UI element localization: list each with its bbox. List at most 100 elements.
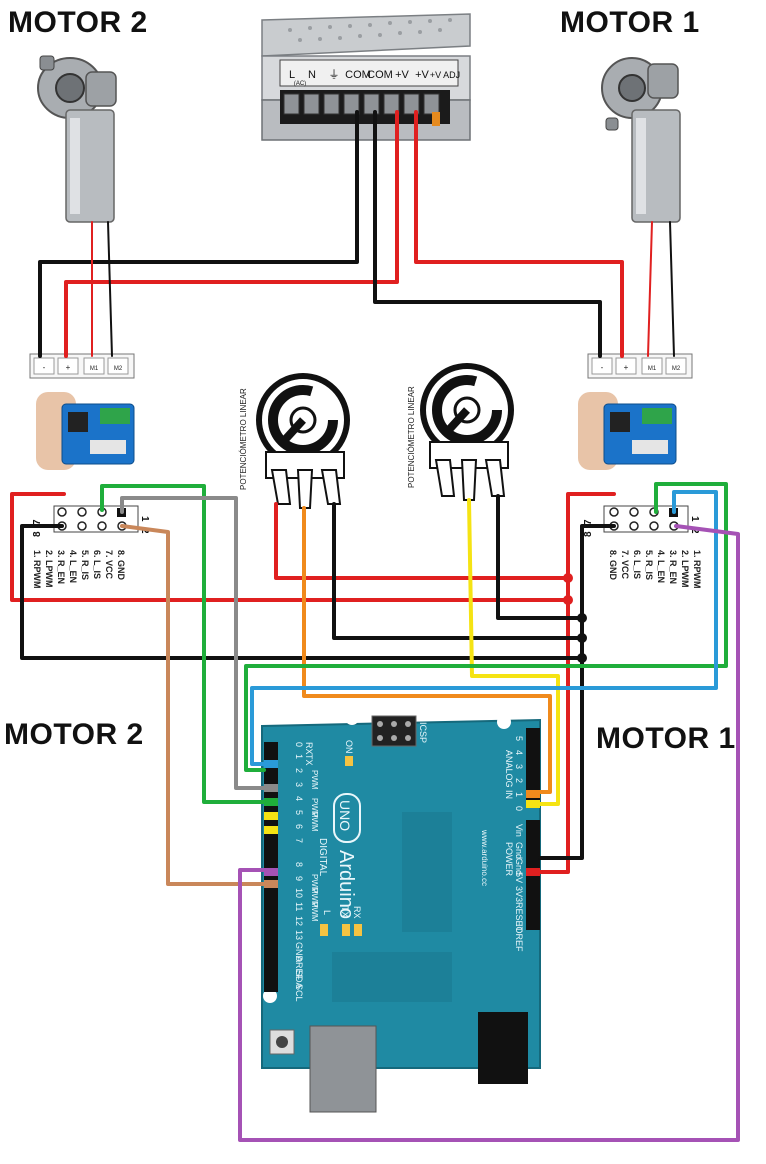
- wire-red: [64, 110, 399, 358]
- pwm-label: PWM: [310, 770, 319, 790]
- arduino-model: UNO: [337, 800, 353, 831]
- power-pin-label: RESET: [514, 902, 524, 933]
- terminal-label: -: [601, 363, 604, 372]
- wire-blue: [250, 490, 718, 766]
- pin-header-label: 2: [689, 528, 700, 534]
- potentiometer-label: POTENCIÓMETRO LINEAR: [407, 386, 416, 488]
- pin-header-label: 1: [139, 516, 150, 522]
- analog-pin-label: 2: [514, 778, 524, 783]
- wire-black: [38, 110, 359, 358]
- power-pin-label: 5V: [514, 872, 524, 883]
- digital-pin-label: 7: [294, 838, 304, 843]
- digital-pin-label: SCL: [294, 984, 304, 1002]
- potentiometer-left: POTENCIÓMETRO LINEAR: [239, 373, 350, 509]
- rx-led-label: RX: [352, 906, 362, 919]
- motor-1-title-mid: MOTOR 1: [596, 722, 736, 755]
- on-led-label: ON: [344, 740, 354, 754]
- wire-red: [538, 492, 616, 874]
- wire-orange: [302, 506, 552, 794]
- driver-pin-list-item: 2. LPWM: [44, 550, 54, 588]
- tx-led-label: TX: [340, 906, 350, 918]
- digital-pin-label: 8: [294, 862, 304, 867]
- driver-pin-list-item: 2. LPWM: [680, 550, 690, 588]
- wires: [10, 110, 740, 1142]
- wire-gray: [120, 496, 266, 790]
- ps-terminal-label: COM: [345, 69, 371, 81]
- terminal-label: M2: [672, 366, 681, 372]
- digital-pin-label: 13: [294, 930, 304, 940]
- ps-terminal-label: N: [308, 69, 316, 81]
- wire-green: [244, 482, 728, 772]
- pwm-label: PWM: [310, 888, 319, 908]
- ps-terminal-label: ⏚: [329, 68, 340, 81]
- motor-driver-left: - + M1 M2 7 8 1 2 1. RPWM 2. LPWM 3. R_E…: [29, 353, 150, 589]
- ps-terminal-label: +V ADJ: [430, 70, 460, 80]
- power-pin-label: Gnd: [514, 858, 524, 875]
- digital-pin-label: 1: [294, 754, 304, 759]
- ps-terminal-label: +V: [395, 69, 409, 81]
- analog-pin-label: 5: [514, 736, 524, 741]
- driver-pin-list-item: 8. GND: [608, 550, 618, 581]
- digital-pin-label: 9: [294, 876, 304, 881]
- driver-pin-list-item: 7. VCC: [104, 550, 114, 580]
- driver-pin-list-item: 6. L_IS: [632, 550, 642, 579]
- motor-driver-right: - + M1 M2 7 8 1 2 1. RPWM 2. LPWM 3. R_E…: [578, 353, 702, 589]
- pin-header-label: 2: [139, 528, 150, 534]
- wire-red: [647, 221, 653, 357]
- wire-black: [538, 524, 616, 860]
- pin-header-label: 1: [689, 516, 700, 522]
- arduino-name: Arduino: [335, 850, 357, 919]
- digital-pin-label: 5: [294, 810, 304, 815]
- power-pin-label: Vin: [514, 824, 524, 837]
- icsp-label: ICSP: [418, 722, 428, 743]
- wire-black: [107, 221, 113, 357]
- wire-red: [10, 492, 572, 602]
- junctions: [563, 573, 587, 663]
- analog-in-label: ANALOG IN: [504, 750, 514, 799]
- driver-pin-list-item: 4. L_EN: [68, 550, 78, 583]
- terminal-label: +: [624, 363, 629, 372]
- driver-pin-list-item: 8. GND: [116, 550, 126, 581]
- pwm-label: PWM: [310, 798, 319, 818]
- wire-red: [414, 110, 624, 358]
- digital-pin-label: 0: [294, 742, 304, 747]
- driver-pin-list-item: 3. R_EN: [668, 550, 678, 584]
- analog-pin-label: 0: [514, 806, 524, 811]
- wire-purple: [238, 524, 740, 1142]
- wire-brown: [120, 524, 266, 886]
- power-label: POWER: [504, 842, 514, 877]
- pwm-label: PWM: [310, 812, 319, 832]
- digital-pin-label: 4: [294, 796, 304, 801]
- driver-pin-list-item: 3. R_EN: [56, 550, 66, 584]
- digital-pin-label: 3: [294, 782, 304, 787]
- pin-header-label: 7: [32, 519, 43, 525]
- digital-pin-label: 10: [294, 888, 304, 898]
- motor-2-title-top: MOTOR 2: [8, 6, 148, 39]
- ps-terminal-label: L: [289, 69, 295, 81]
- digital-pin-label: 2: [294, 768, 304, 773]
- motor-2-title-mid: MOTOR 2: [4, 718, 144, 751]
- analog-pin-label: 4: [514, 750, 524, 755]
- wire-black: [669, 221, 675, 357]
- driver-pin-list-item: 5. R_IS: [644, 550, 654, 580]
- motor-1: [601, 57, 681, 223]
- power-pin-label: Gnd: [514, 842, 524, 859]
- analog-pin-label: 1: [514, 792, 524, 797]
- potentiometer-label: POTENCIÓMETRO LINEAR: [239, 388, 248, 490]
- arduino-website: www.arduino.cc: [480, 829, 489, 886]
- digital-pin-label: GND: [294, 942, 304, 963]
- driver-pin-list-item: 4. L_EN: [656, 550, 666, 583]
- pwm-label: PWM: [310, 874, 319, 894]
- motor-1-title-top: MOTOR 1: [560, 6, 700, 39]
- digital-pin-label: 6: [294, 824, 304, 829]
- digital-pin-label: SDA: [294, 970, 304, 989]
- ps-terminal-label: +V: [415, 69, 429, 81]
- wire-red: [274, 502, 570, 580]
- driver-pin-list-item: 5. R_IS: [80, 550, 90, 580]
- ps-ac-note: (AC): [294, 81, 306, 87]
- digital-pin-label: AREF: [294, 956, 304, 981]
- terminal-label: -: [43, 363, 46, 372]
- digital-pin-label: 12: [294, 916, 304, 926]
- ps-terminal-label: COM: [367, 69, 393, 81]
